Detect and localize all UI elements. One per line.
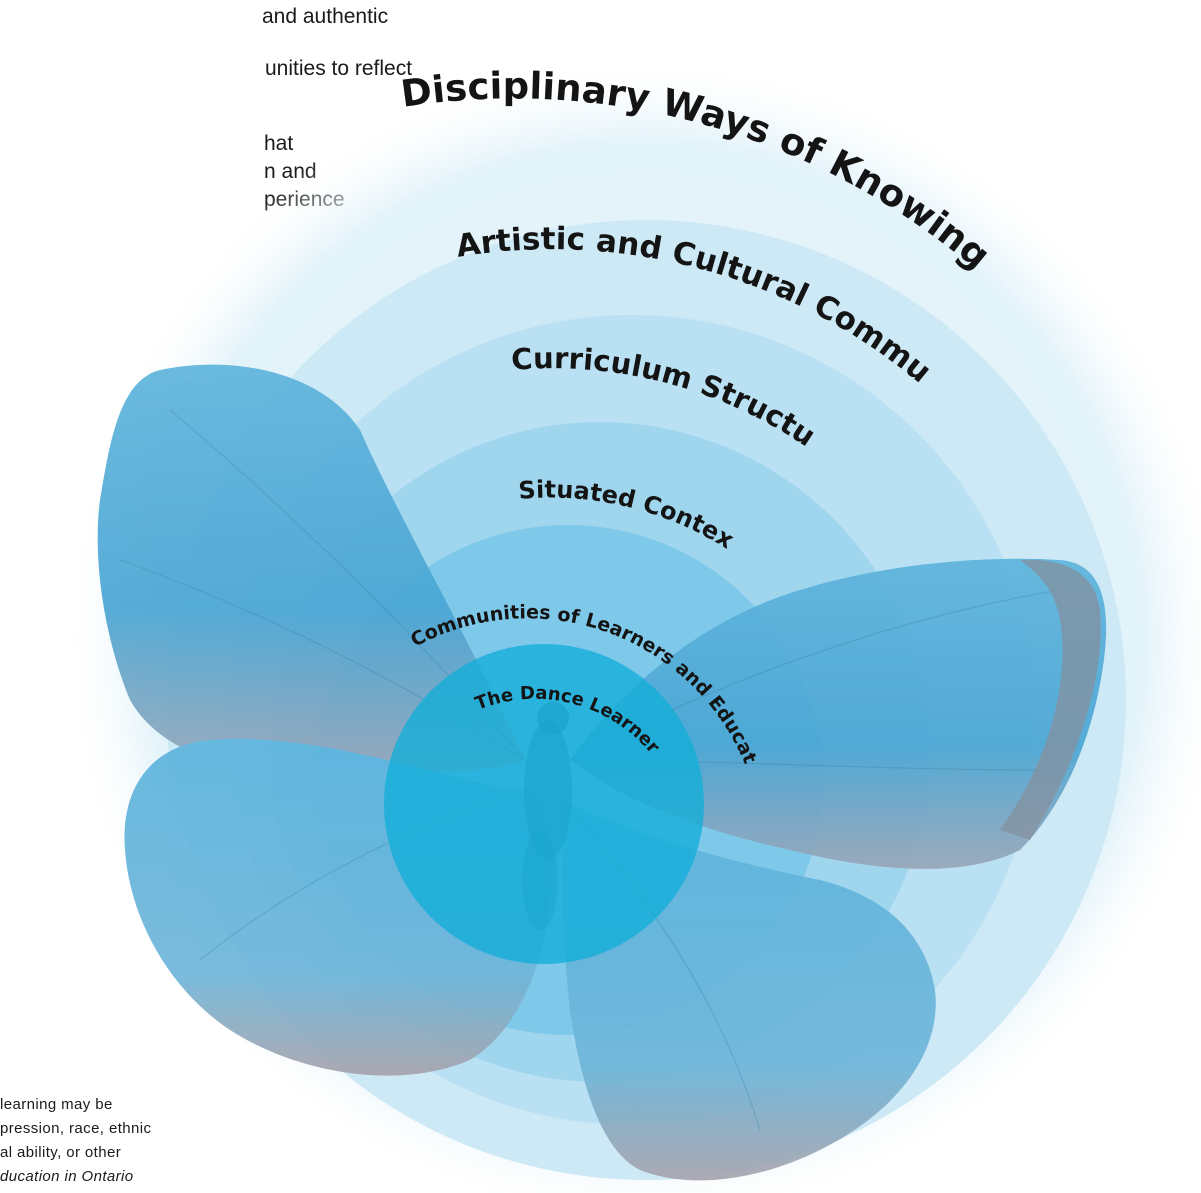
concentric-learning-diagram: Disciplinary Ways of Knowing and Being A… [0, 0, 1201, 1193]
